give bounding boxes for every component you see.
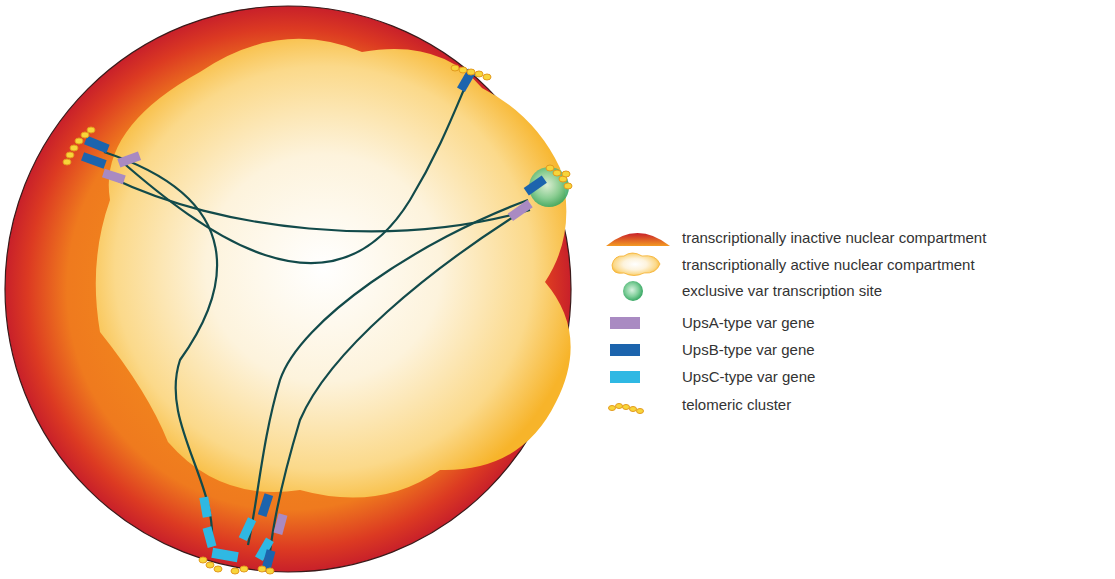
legend-swatch <box>610 344 640 356</box>
legend-label: transcriptionally active nuclear compart… <box>682 256 975 274</box>
legend-label: telomeric cluster <box>682 396 791 414</box>
chromosome-lines <box>104 80 530 552</box>
var-genes <box>81 68 547 570</box>
legend-site-sample <box>623 281 643 301</box>
legend-label: UpsB-type var gene <box>682 341 815 359</box>
active-compartment <box>96 39 571 498</box>
legend-telomere-sample <box>609 404 644 414</box>
legend-swatch <box>610 317 640 329</box>
legend-label: exclusive var transcription site <box>682 282 882 300</box>
legend-label: transcriptionally inactive nuclear compa… <box>682 229 986 247</box>
legend-inactive-sample <box>606 233 670 246</box>
legend-active-sample <box>612 253 660 276</box>
telomeric-clusters <box>63 65 572 574</box>
legend-swatch <box>610 371 640 383</box>
legend-label: UpsC-type var gene <box>682 368 815 386</box>
nucleus <box>5 6 571 572</box>
legend-label: UpsA-type var gene <box>682 314 815 332</box>
